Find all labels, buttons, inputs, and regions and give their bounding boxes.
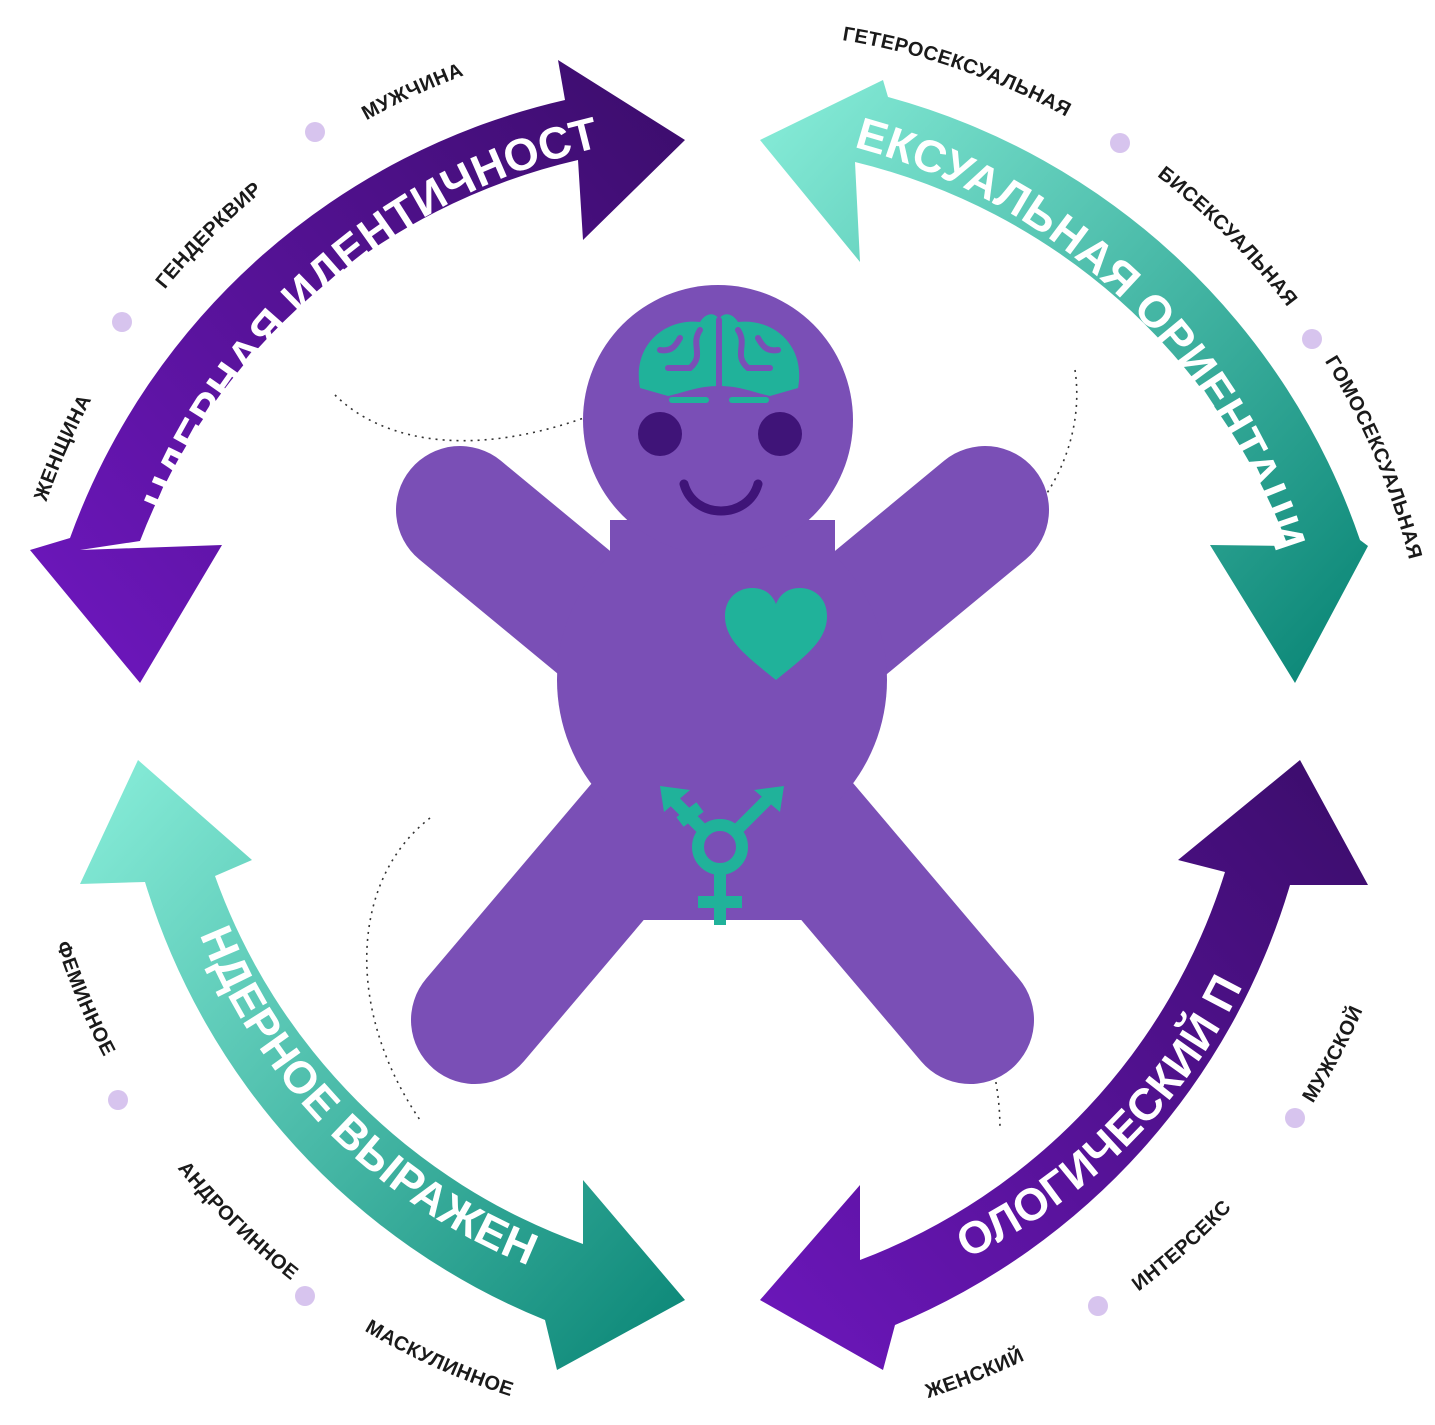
svg-text:ФЕМИННОЕ: ФЕМИННОЕ (52, 938, 120, 1059)
svg-text:ЖЕНЩИНА: ЖЕНЩИНА (30, 391, 96, 505)
scale-label-feminine: ФЕМИННОЕ (52, 938, 119, 1059)
scale-label-masculine: МАСКУЛИННОЕ (362, 1316, 516, 1401)
heart-icon (725, 588, 827, 680)
trans-arrow-right (754, 786, 784, 812)
gingerbread-figure (396, 285, 1049, 1084)
scale-dot (1285, 1108, 1305, 1128)
torso-fill (610, 520, 835, 920)
trans-arrow-left (660, 786, 690, 812)
scale-dot (108, 1090, 128, 1110)
scale-label-androgynous: АНДРОГИННОЕ (173, 1157, 301, 1284)
svg-text:АНДРОГИННОЕ: АНДРОГИННОЕ (173, 1157, 302, 1284)
svg-text:ИНТЕРСЕКС: ИНТЕРСЕКС (1128, 1196, 1236, 1295)
smile (679, 479, 763, 516)
scale-dot (295, 1286, 315, 1306)
transgender-symbol-icon (667, 792, 775, 925)
gender-identity-arrow-body (30, 60, 685, 683)
scale-dot (1110, 133, 1130, 153)
svg-text:МУЖЧИНА: МУЖЧИНА (358, 59, 466, 125)
left-eye (638, 412, 682, 456)
sexual-orientation-arrow-body (760, 80, 1368, 683)
scale-label-male: МУЖСКОЙ (1298, 1002, 1367, 1107)
scale-dot (112, 312, 132, 332)
svg-text:МАСКУЛИННОЕ: МАСКУЛИННОЕ (362, 1316, 517, 1401)
scale-dot (1302, 329, 1322, 349)
scale-label-female: ЖЕНСКИЙ (922, 1343, 1027, 1404)
scale-label-woman: ЖЕНЩИНА (30, 391, 96, 505)
svg-text:МУЖСКОЙ: МУЖСКОЙ (1298, 1002, 1367, 1107)
gender-expression-arrow-body (80, 760, 685, 1370)
gender-identity-title: ГЕНДЕРНАЯ ИДЕНТИЧНОСТЬ (0, 0, 603, 519)
dotted-connector-3 (366, 817, 431, 1121)
scale-label-intersex: ИНТЕРСЕКС (1128, 1196, 1235, 1295)
scale-dot (305, 122, 325, 142)
biological-sex-arrow-body (760, 760, 1368, 1370)
scale-dot (1088, 1296, 1108, 1316)
dotted-connector-1 (334, 394, 641, 442)
brain-icon (638, 314, 800, 403)
svg-text:ЖЕНСКИЙ: ЖЕНСКИЙ (922, 1343, 1028, 1404)
right-eye (758, 412, 802, 456)
scale-label-man: МУЖЧИНА (358, 59, 466, 125)
